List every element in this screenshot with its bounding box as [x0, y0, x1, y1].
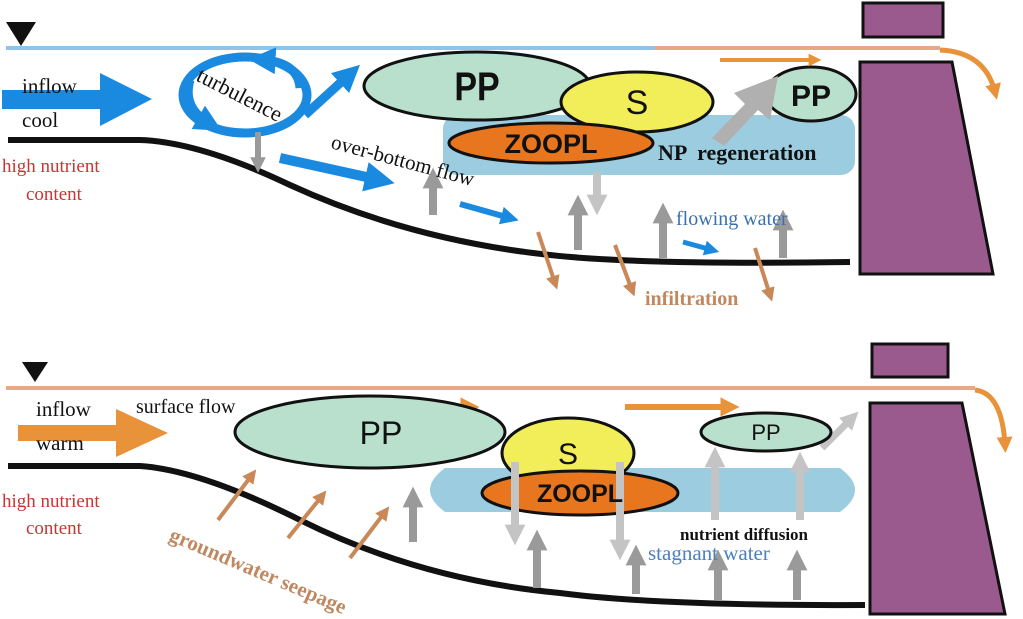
bottom-nutrient-label-2: content	[26, 518, 83, 539]
bottom-overflow-arrow	[974, 387, 1013, 453]
top-panel: inflow cool high nutrient content turbul…	[2, 1, 1001, 310]
bottom-zoopl-ellipse	[480, 469, 680, 517]
infiltration-label: infiltration	[645, 288, 738, 310]
bottom-pp-big	[233, 394, 507, 470]
bottom-pp-big-label: PP	[360, 415, 403, 451]
infiltration-arrow-2	[613, 244, 637, 297]
np-regen-big-arrow	[712, 76, 778, 146]
seepage-arrow-3	[348, 506, 390, 560]
bottom-bottom-line	[8, 463, 866, 609]
bottom-s-label: S	[558, 438, 578, 471]
infiltration-arrow-1	[536, 231, 560, 290]
top-zoopl-label: ZOOPL	[505, 129, 598, 159]
turbulence-arrow-lower	[183, 78, 222, 131]
water-level-triangle-icon	[22, 362, 48, 382]
top-pp-small-label: PP	[791, 80, 831, 113]
nutrient-diffusion-label: nutrient diffusion	[680, 525, 809, 544]
top-nutrient-label-2: content	[26, 184, 83, 205]
bottom-inflow-arrow	[18, 409, 168, 457]
water-level-triangle-icon	[6, 22, 36, 46]
top-pp-big-label: PP	[454, 63, 499, 108]
top-nutrient-label-1: high nutrient	[2, 156, 100, 177]
bottom-inflow-label: inflow	[36, 397, 92, 421]
top-inflow-label: inflow	[22, 74, 78, 98]
bottom-pp-small-label: PP	[751, 420, 780, 445]
top-dam-body	[858, 60, 995, 276]
turbulence-up-arrow	[301, 64, 360, 119]
top-temp-label: cool	[22, 108, 58, 132]
top-dam-cap	[861, 1, 945, 39]
bottom-pp-small	[699, 411, 833, 453]
groundwater-seepage-label: groundwater seepage	[166, 523, 350, 619]
bottom-panel: inflow warm high nutrient content surfac…	[2, 342, 1013, 619]
bottom-nutrient-label-1: high nutrient	[2, 491, 100, 512]
bottom-dam-cap	[870, 342, 950, 379]
turbulence-arrow-upper	[248, 47, 305, 89]
flowing-water-label: flowing water	[676, 208, 788, 230]
bottom-gray-diag-arrow	[819, 411, 859, 451]
top-bottom-line	[8, 137, 851, 266]
np-regeneration-label: NP regeneration	[658, 140, 816, 165]
over-bottom-arrow-1	[278, 153, 395, 192]
bottom-dam-body	[868, 401, 1007, 616]
top-zoopl-ellipse	[447, 121, 655, 165]
surface-flow-label: surface flow	[136, 396, 236, 418]
turbulence-loop	[178, 52, 312, 138]
over-bottom-arrow-2	[459, 201, 519, 225]
seepage-arrow-2	[286, 490, 327, 540]
top-overflow-arrow	[939, 47, 1001, 100]
flowing-water-arrow	[682, 239, 720, 256]
bottom-zoopl-label: ZOOPL	[537, 480, 623, 508]
top-s-label: S	[626, 84, 649, 122]
bottom-temp-label: warm	[36, 431, 84, 455]
stagnant-water-label: stagnant water	[648, 541, 770, 565]
top-inflow-arrow	[2, 73, 152, 126]
infiltration-arrow-3	[753, 247, 775, 302]
seepage-arrow-1	[216, 469, 257, 522]
